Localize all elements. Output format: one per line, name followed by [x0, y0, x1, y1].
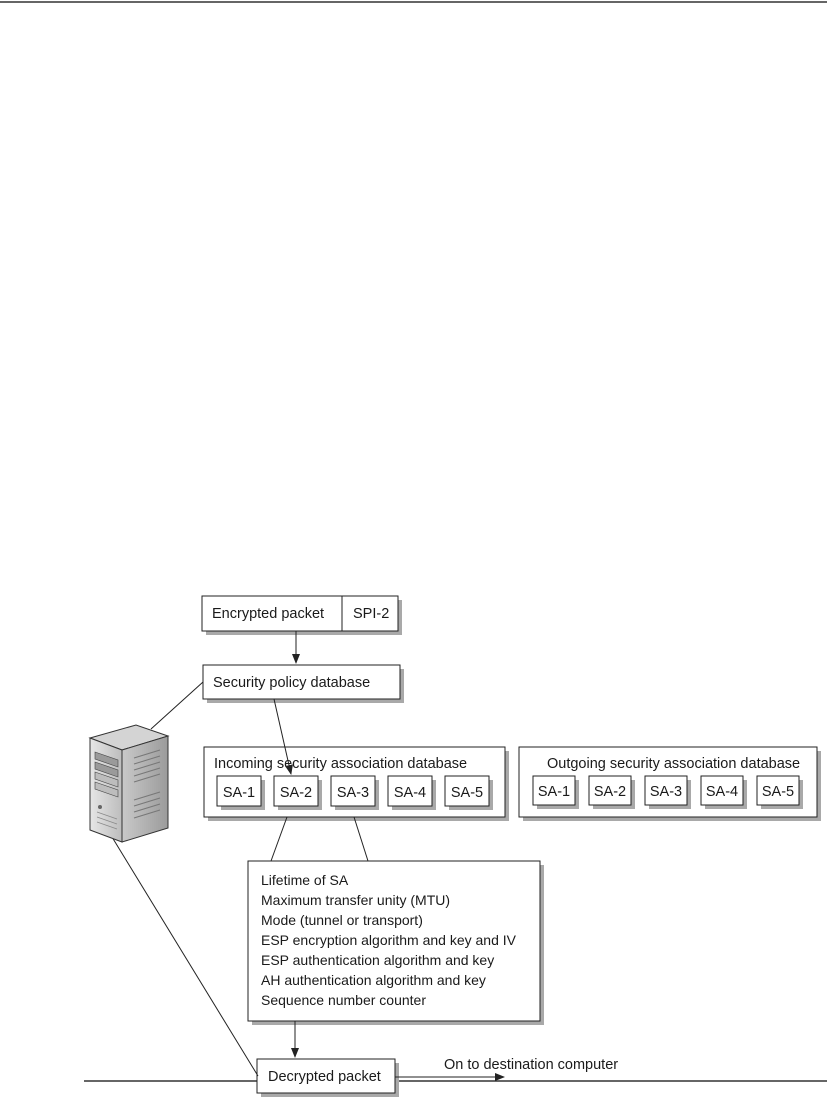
- svg-text:SA-4: SA-4: [706, 784, 738, 800]
- outgoing-sa-db-box: Outgoing security association database S…: [518, 746, 821, 821]
- svg-text:SA-3: SA-3: [337, 785, 369, 801]
- encrypted-packet-box: Encrypted packet SPI-2: [201, 595, 402, 635]
- svg-text:SA-1: SA-1: [223, 785, 255, 801]
- outgoing-sa-entry: SA-2: [588, 775, 635, 809]
- incoming-sa-db-box: Incoming security association database S…: [203, 746, 509, 821]
- svg-text:SA-4: SA-4: [394, 785, 426, 801]
- incoming-sa-entry: SA-5: [444, 775, 493, 810]
- outgoing-sa-entry: SA-5: [756, 775, 803, 809]
- sa-detail-item: Maximum transfer unity (MTU): [261, 892, 450, 908]
- svg-text:SA-1: SA-1: [538, 784, 570, 800]
- sa-detail-item: ESP authentication algorithm and key: [261, 952, 494, 968]
- sa-detail-item: Sequence number counter: [261, 992, 426, 1008]
- server-tower-icon: [88, 724, 170, 843]
- svg-text:SA-2: SA-2: [280, 785, 312, 801]
- incoming-sa-entry: SA-1: [216, 775, 265, 810]
- sa-details-box: Lifetime of SA Maximum transfer unity (M…: [247, 860, 544, 1025]
- svg-text:SA-3: SA-3: [650, 784, 682, 800]
- outgoing-sa-entry: SA-4: [700, 775, 747, 809]
- outgoing-sa-db-title: Outgoing security association database: [547, 756, 800, 772]
- incoming-sa-entry: SA-2: [273, 775, 322, 810]
- link-policy-to-server: [150, 681, 204, 730]
- svg-text:SA-2: SA-2: [594, 784, 626, 800]
- decrypted-packet-box: Decrypted packet: [256, 1058, 399, 1097]
- security-policy-db-box: Security policy database: [202, 664, 404, 703]
- spi-label: SPI-2: [353, 606, 389, 622]
- sa-detail-item: Mode (tunnel or transport): [261, 912, 423, 928]
- svg-text:SA-5: SA-5: [451, 785, 483, 801]
- sa-detail-item: ESP encryption algorithm and key and IV: [261, 932, 517, 948]
- outgoing-sa-entry: SA-1: [532, 775, 579, 809]
- encrypted-packet-label: Encrypted packet: [212, 606, 324, 622]
- link-server-to-decrypted: [111, 836, 259, 1077]
- sa-detail-item: AH authentication algorithm and key: [261, 972, 486, 988]
- sa-detail-item: Lifetime of SA: [261, 872, 349, 888]
- security-policy-db-label: Security policy database: [213, 675, 370, 691]
- arrow-policy-to-sa2: [273, 698, 293, 775]
- outgoing-sa-entry: SA-3: [644, 775, 691, 809]
- incoming-sa-entry: SA-3: [330, 775, 379, 810]
- callout-line-right: [353, 816, 369, 862]
- destination-label: On to destination computer: [444, 1057, 618, 1073]
- svg-text:SA-5: SA-5: [762, 784, 794, 800]
- callout-line-left: [270, 816, 288, 862]
- decrypted-packet-label: Decrypted packet: [268, 1069, 381, 1085]
- incoming-sa-entry: SA-4: [387, 775, 436, 810]
- incoming-sa-db-title: Incoming security association database: [214, 756, 467, 772]
